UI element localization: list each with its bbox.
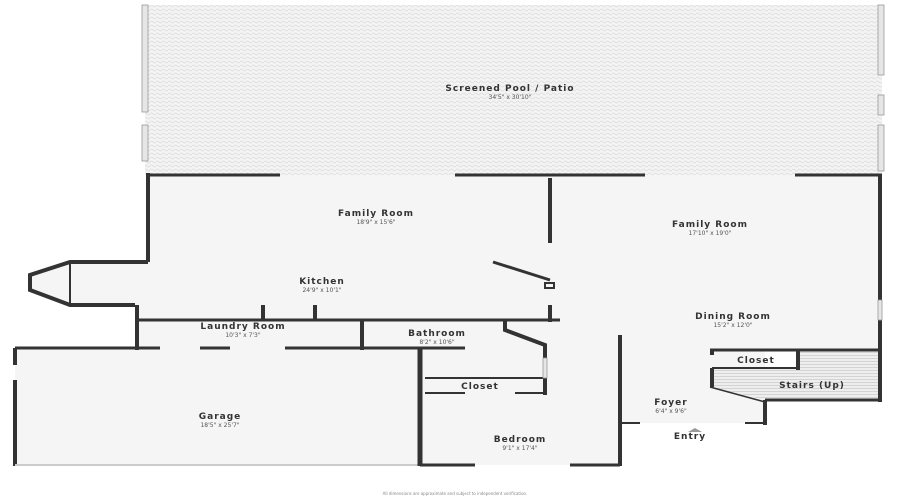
walls [13,173,882,467]
entry-arrow-icon [688,428,702,432]
pool-patio-area [145,5,882,175]
closet-label-bedroom: Closet [461,382,499,392]
closet-label-foyer: Closet [737,356,775,366]
stairs-label: Stairs (Up) [779,381,845,391]
entry-label: Entry [673,432,707,442]
disclaimer-footer: All dimensions are approximate and subje… [382,491,528,496]
stairs-area [710,350,878,400]
windows [141,4,885,379]
